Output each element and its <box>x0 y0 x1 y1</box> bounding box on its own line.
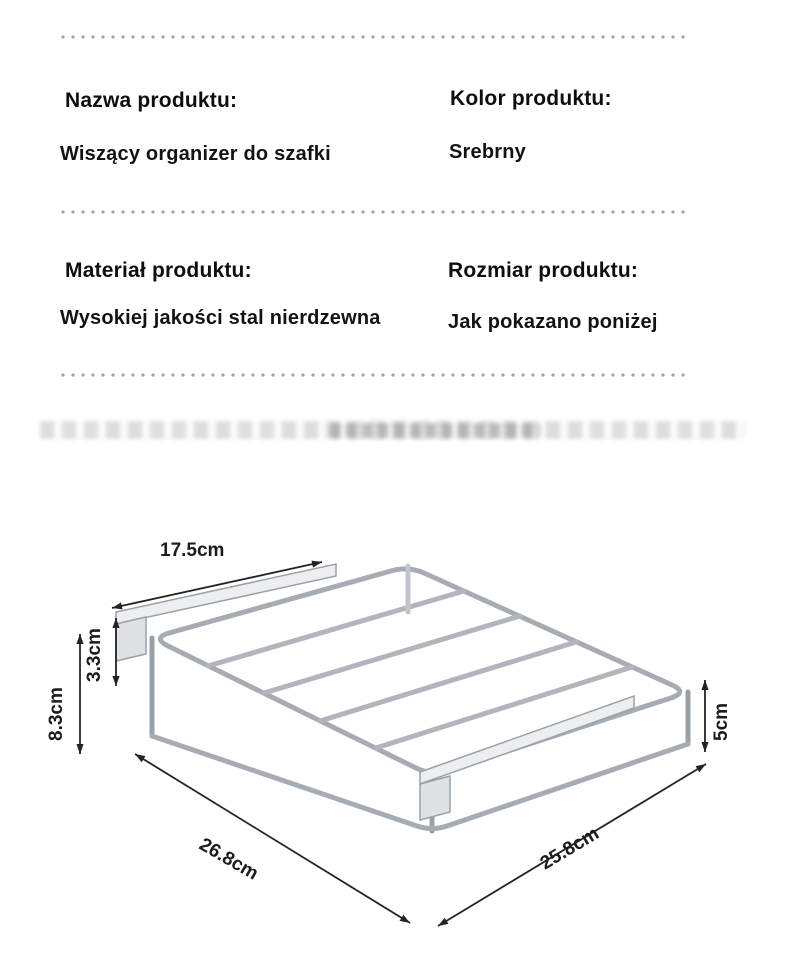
arrowhead <box>399 914 410 923</box>
arrowhead <box>311 560 322 568</box>
dotted-divider-top <box>58 35 688 39</box>
dimension-label-26-8cm: 26.8cm <box>196 834 262 884</box>
arrowhead <box>112 618 120 628</box>
product-size-label: Rozmiar produktu: <box>448 259 639 282</box>
arrowhead <box>701 680 709 690</box>
dimension-label-5cm: 5cm <box>711 703 732 741</box>
arrowhead <box>76 744 84 754</box>
dimension-label-17-5cm: 17.5cm <box>160 540 224 561</box>
arrow-17-5cm <box>111 561 323 609</box>
product-name-label: Nazwa produktu: <box>65 89 238 112</box>
dimension-label-3-3cm: 3.3cm <box>84 628 105 682</box>
rack-bottom-frame <box>149 733 691 831</box>
dimension-label-25-8cm: 25.8cm <box>537 823 603 874</box>
hanging-bracket-center <box>419 694 635 821</box>
product-color-label: Kolor produktu: <box>450 87 612 110</box>
product-material-value: Wysokiej jakości stal nierdzewna <box>60 307 381 329</box>
arrow-25-8cm <box>437 763 707 927</box>
arrowhead <box>76 634 84 644</box>
arrowhead <box>695 764 706 773</box>
arrowhead <box>112 676 120 686</box>
watermark-smudge-dark <box>330 423 540 438</box>
dimension-label-8-3cm: 8.3cm <box>46 687 67 741</box>
product-size-value: Jak pokazano poniżej <box>448 311 658 333</box>
product-material-label: Materiał produktu: <box>65 259 252 282</box>
product-name-value: Wiszący organizer do szafki <box>60 143 331 165</box>
rack-top-frame <box>157 566 683 776</box>
hanging-bracket-left <box>115 563 337 662</box>
arrowhead <box>438 917 449 926</box>
rack-wires <box>205 588 635 751</box>
dotted-divider-bottom <box>58 373 688 377</box>
arrowhead <box>701 742 709 752</box>
dotted-divider-middle <box>58 210 688 214</box>
product-dimension-diagram: 17.5cm 3.3cm 8.3cm 5cm 26.8cm 25.8cm <box>46 540 732 927</box>
dimension-arrows <box>76 560 709 927</box>
product-color-value: Srebrny <box>449 141 526 163</box>
arrowhead <box>135 754 146 763</box>
arrowhead <box>112 602 123 610</box>
arrow-26-8cm <box>134 753 411 924</box>
